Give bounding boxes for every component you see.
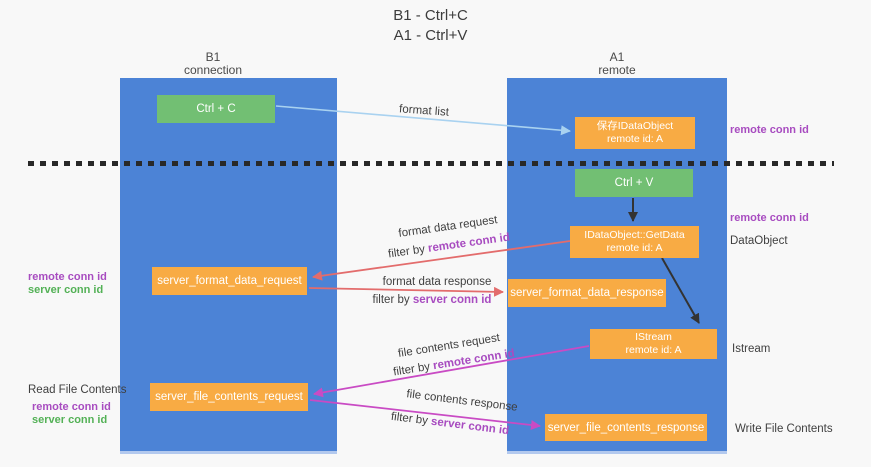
filter-by-text: filter by — [390, 410, 429, 428]
server-file-contents-request-box: server_file_contents_request — [150, 383, 308, 411]
annotation-remote-conn-id-left-top: remote conn id — [28, 271, 107, 283]
save-dataobject-box: 保存IDataObject remote id: A — [575, 117, 695, 149]
filter-by-text: filter by — [392, 360, 431, 379]
filter-by-text: filter by — [372, 294, 410, 306]
ctrl-c-box: Ctrl + C — [157, 95, 275, 123]
lifeline-header-a1: A1 remote — [547, 51, 687, 77]
server-format-data-request-label: server_format_data_request — [157, 275, 302, 287]
lifeline-a1-name: A1 — [609, 50, 625, 64]
message-filter-file-contents-response: filter by server conn id — [390, 411, 509, 437]
annotation-write-file-contents: Write File Contents — [735, 423, 833, 435]
getdata-box: IDataObject::GetData remote id: A — [570, 226, 699, 258]
lifeline-b1-subtitle: connection — [183, 63, 243, 77]
annotation-server-conn-id-left-bottom: server conn id — [32, 414, 108, 426]
getdata-line1: IDataObject::GetData — [584, 229, 685, 241]
message-label-format-list: format list — [398, 103, 450, 119]
message-label-format-data-response: format data response — [382, 276, 492, 288]
annotation-remote-conn-id-left-bottom: remote conn id — [32, 401, 111, 413]
ctrl-c-label: Ctrl + C — [196, 103, 236, 115]
server-file-contents-response-label: server_file_contents_response — [547, 421, 705, 434]
lifeline-header-b1: B1 connection — [143, 51, 283, 77]
annotation-server-conn-id-left-top: server conn id — [28, 284, 104, 296]
server-format-data-response-box: server_format_data_response — [508, 279, 666, 307]
server-file-contents-request-label: server_file_contents_request — [155, 391, 303, 403]
filter-value-server-conn-id: server conn id — [412, 294, 492, 306]
ctrl-v-box: Ctrl + V — [575, 169, 693, 197]
save-dataobject-line1: 保存IDataObject — [596, 120, 674, 132]
annotation-istream: Istream — [732, 343, 771, 355]
istream-line1: IStream — [635, 331, 672, 343]
server-format-data-response-label: server_format_data_response — [510, 287, 664, 299]
session-divider-dashed-line — [28, 161, 834, 166]
message-label-file-contents-response: file contents response — [405, 388, 519, 414]
title-line-2: A1 - Ctrl+V — [393, 27, 468, 44]
save-dataobject-line2: remote id: A — [606, 133, 664, 145]
filter-by-text: filter by — [387, 243, 426, 261]
annotation-dataobject: DataObject — [730, 235, 788, 247]
server-format-data-request-box: server_format_data_request — [152, 267, 307, 295]
diagram-title: B1 - Ctrl+C A1 - Ctrl+V — [0, 6, 861, 46]
istream-box: IStream remote id: A — [590, 329, 717, 359]
title-line-1: B1 - Ctrl+C — [393, 7, 468, 24]
filter-value-remote-conn-id: remote conn id — [427, 231, 511, 255]
filter-value-server-conn-id: server conn id — [430, 415, 510, 438]
getdata-line2: remote id: A — [606, 242, 663, 254]
annotation-remote-conn-id-top-right: remote conn id — [730, 124, 809, 136]
annotation-remote-conn-id-mid-right: remote conn id — [730, 212, 809, 224]
istream-line2: remote id: A — [625, 344, 682, 356]
lifeline-a1-subtitle: remote — [598, 63, 636, 77]
arrow-format-data-response — [308, 286, 504, 297]
ctrl-v-label: Ctrl + V — [614, 177, 654, 189]
lifeline-b1-name: B1 — [205, 50, 221, 64]
server-file-contents-response-box: server_file_contents_response — [545, 414, 707, 441]
annotation-read-file-contents: Read File Contents — [28, 384, 127, 396]
message-filter-format-data-response: filter by server conn id — [373, 294, 492, 306]
